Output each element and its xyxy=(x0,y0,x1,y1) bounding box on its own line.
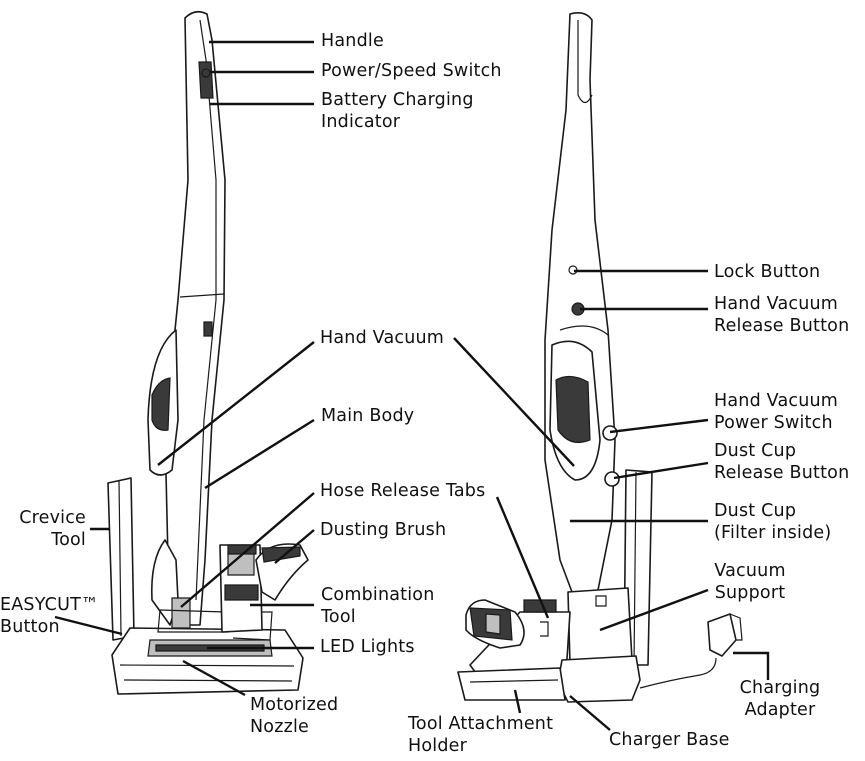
charger-base xyxy=(557,655,641,703)
label-motorized-nozzle: Motorized Nozzle xyxy=(250,695,339,737)
vacuum-support xyxy=(567,587,633,665)
front-motorized-nozzle xyxy=(111,627,304,695)
label-tool-attachment-holder: Tool Attachment Holder xyxy=(408,714,554,756)
label-lock-button: Lock Button xyxy=(714,262,821,282)
rear-view-vacuum xyxy=(457,12,743,703)
label-led-lights: LED Lights xyxy=(320,637,415,657)
label-easycut-button: EASYCUT™ Button xyxy=(0,595,99,637)
label-combination-tool: Combination Tool xyxy=(321,585,435,627)
label-dust-cup-release-button: Dust Cup Release Button xyxy=(714,441,850,483)
label-battery-charging-indicator: Battery Charging Indicator xyxy=(321,90,474,132)
label-hose-release-tabs: Hose Release Tabs xyxy=(320,481,486,501)
label-hand-vacuum-release-button: Hand Vacuum Release Button xyxy=(714,294,850,336)
label-charging-adapter: Charging Adapter xyxy=(739,678,821,720)
front-view-vacuum xyxy=(107,10,309,695)
label-dusting-brush: Dusting Brush xyxy=(320,520,447,540)
front-main-body xyxy=(164,10,226,626)
label-main-body: Main Body xyxy=(321,406,415,426)
label-vacuum-support: Vacuum Support xyxy=(714,561,786,603)
leader-lines xyxy=(54,40,770,731)
label-handle: Handle xyxy=(321,31,384,51)
charging-adapter xyxy=(707,613,737,657)
label-power-speed-switch: Power/Speed Switch xyxy=(321,61,502,81)
label-hand-vacuum: Hand Vacuum xyxy=(320,328,445,348)
label-hand-vacuum-power-switch: Hand Vacuum Power Switch xyxy=(714,391,839,433)
label-charger-base: Charger Base xyxy=(609,730,730,750)
label-dust-cup: Dust Cup (Filter inside) xyxy=(714,501,832,543)
label-crevice-tool: Crevice Tool xyxy=(19,508,86,550)
